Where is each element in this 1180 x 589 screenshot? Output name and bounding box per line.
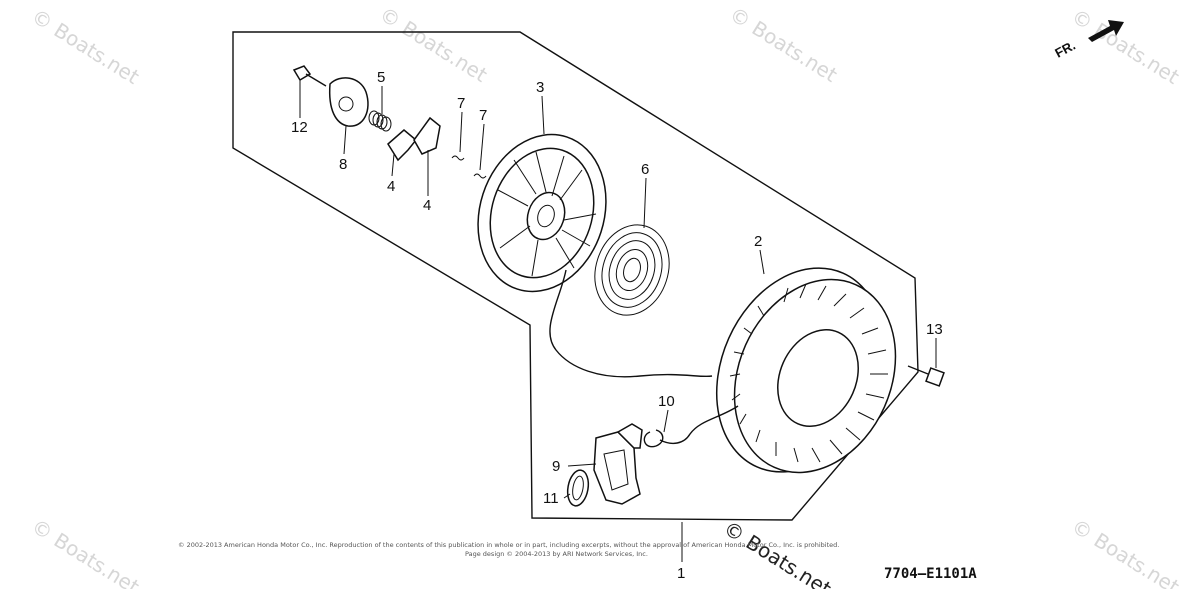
watermark: © Boats.net (725, 2, 841, 87)
arrow-icon (1088, 20, 1124, 42)
recoil-spring-part (594, 224, 670, 316)
copyright-line-2: Page design © 2004-2013 by ARI Network S… (465, 550, 648, 558)
callout-11: 11 (543, 490, 559, 507)
spring-7b-part (473, 173, 487, 179)
drawing-code: 7704—E1101A (884, 566, 977, 582)
callout-1: 1 (677, 565, 685, 582)
callout-12: 12 (291, 119, 308, 136)
ratchet-4a-part (387, 129, 418, 162)
leader-lines (299, 80, 937, 562)
callout-6: 6 (641, 161, 649, 178)
callout-10: 10 (658, 393, 675, 410)
callout-8: 8 (339, 156, 347, 173)
ratchet-4b-part (413, 116, 441, 155)
callout-7a: 7 (457, 95, 465, 112)
watermark: © Boats.net (27, 514, 143, 589)
callout-4a: 4 (387, 178, 395, 195)
watermark: © Boats.net (27, 4, 143, 89)
bolt-12-part (292, 65, 327, 87)
watermark: © Boats.net (375, 2, 491, 87)
front-label: FR. (1052, 38, 1078, 61)
starter-case-part (715, 267, 897, 474)
watermark: © Boats.net (1067, 4, 1180, 89)
callout-3: 3 (536, 79, 544, 96)
callouts: 1 2 3 4 4 5 6 7 7 8 9 10 11 12 13 (291, 69, 943, 582)
spring-5-part (368, 110, 392, 132)
watermark: © Boats.net (1067, 514, 1180, 589)
ratchet-plate-part (328, 77, 369, 127)
spring-7a-part (451, 155, 465, 161)
callout-7b: 7 (479, 107, 487, 124)
starter-grip-part (593, 423, 643, 505)
starter-rope-part (549, 269, 739, 445)
watermark: © Boats.net (719, 516, 835, 589)
assembly-outline (232, 31, 919, 521)
pulley-part (477, 133, 607, 293)
callout-5: 5 (377, 69, 385, 86)
callout-9: 9 (552, 458, 560, 475)
callout-2: 2 (754, 233, 762, 250)
rope-clip-part (643, 429, 664, 448)
watermark-layer: © Boats.net © Boats.net © Boats.net © Bo… (27, 2, 1180, 589)
copyright-line-1: © 2002-2013 American Honda Motor Co., In… (178, 541, 839, 549)
grip-insert-part (566, 469, 590, 507)
callout-13: 13 (926, 321, 943, 338)
callout-4b: 4 (423, 197, 431, 214)
bolt-13-part (907, 365, 945, 387)
